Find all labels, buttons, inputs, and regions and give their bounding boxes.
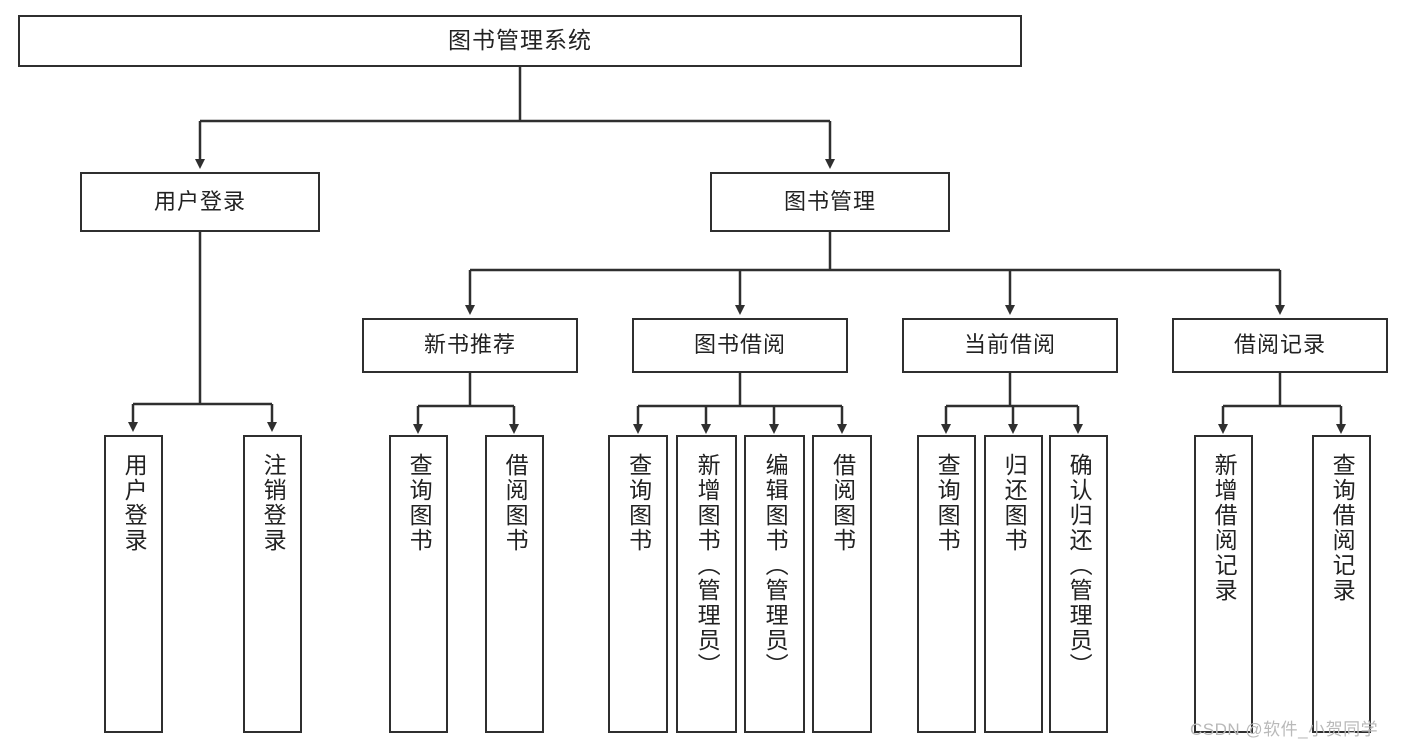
leaf-label: 新增借阅记录 [1211,453,1238,603]
node-root-label: 图书管理系统 [448,27,592,54]
leaf-current-borrow-1[interactable]: 查询图书 [917,435,976,733]
node-current-borrow[interactable]: 当前借阅 [902,318,1118,373]
node-root[interactable]: 图书管理系统 [18,15,1022,67]
leaf-book-borrow-2[interactable]: 新增图书（管理员） [676,435,737,733]
node-new-book-recommend[interactable]: 新书推荐 [362,318,578,373]
leaf-label: 查询图书 [934,453,961,553]
leaf-label: 归还图书 [1001,453,1028,553]
csdn-watermark: CSDN @软件_小贺同学 [1190,720,1379,739]
leaf-label: 新增图书（管理员） [694,453,721,678]
leaf-label: 注销登录 [260,453,287,553]
node-user-login[interactable]: 用户登录 [80,172,320,232]
leaf-label: 查询图书 [625,453,652,553]
leaf-borrow-record-2[interactable]: 查询借阅记录 [1312,435,1371,733]
leaf-label: 编辑图书（管理员） [762,453,789,678]
node-book-manage-label: 图书管理 [783,188,876,214]
node-user-login-label: 用户登录 [153,188,246,214]
leaf-book-borrow-3[interactable]: 编辑图书（管理员） [744,435,805,733]
leaf-current-borrow-2[interactable]: 归还图书 [984,435,1043,733]
node-book-borrow[interactable]: 图书借阅 [632,318,848,373]
node-new-book-recommend-label: 新书推荐 [423,332,516,358]
node-book-manage[interactable]: 图书管理 [710,172,950,232]
leaf-book-borrow-1[interactable]: 查询图书 [608,435,668,733]
leaf-new-book-1[interactable]: 查询图书 [389,435,448,733]
leaf-borrow-record-1[interactable]: 新增借阅记录 [1194,435,1253,733]
node-borrow-record[interactable]: 借阅记录 [1172,318,1388,373]
node-borrow-record-label: 借阅记录 [1233,332,1326,358]
node-current-borrow-label: 当前借阅 [963,332,1056,358]
leaf-label: 用户登录 [121,453,148,553]
leaf-book-borrow-4[interactable]: 借阅图书 [812,435,872,733]
leaf-label: 查询借阅记录 [1329,453,1356,603]
leaf-new-book-2[interactable]: 借阅图书 [485,435,544,733]
leaf-label: 借阅图书 [829,453,856,553]
leaf-user-login-1[interactable]: 用户登录 [104,435,163,733]
leaf-user-login-2[interactable]: 注销登录 [243,435,302,733]
leaf-label: 查询图书 [406,453,433,553]
leaf-label: 确认归还（管理员） [1066,453,1093,678]
node-book-borrow-label: 图书借阅 [693,332,786,358]
leaf-current-borrow-3[interactable]: 确认归还（管理员） [1049,435,1108,733]
leaf-label: 借阅图书 [502,453,529,553]
